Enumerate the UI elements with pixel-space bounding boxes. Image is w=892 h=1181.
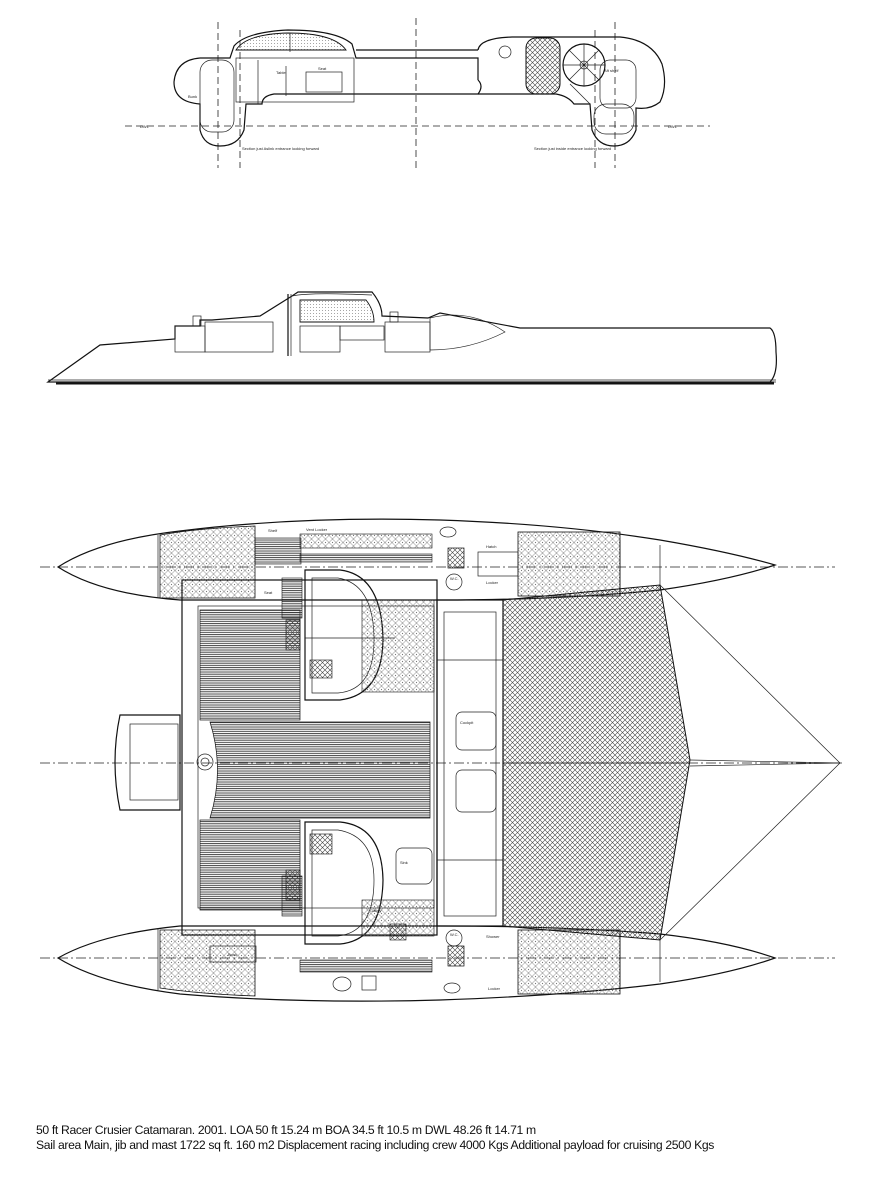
plan-view: Shelf Vent Locker Hatch Locker Seat W.C.… bbox=[40, 518, 845, 1002]
plan-label-vent-locker: Vent Locker bbox=[306, 527, 328, 532]
plan-label-hatch: Hatch bbox=[486, 544, 496, 549]
right-section-caption: Section just inside entrance looking for… bbox=[534, 146, 611, 151]
plan-label-galley: Galley bbox=[370, 908, 381, 913]
plan-label-wc-lower: W.C. bbox=[450, 932, 459, 937]
section-label-bunk: Bunk bbox=[188, 94, 197, 99]
plan-label-seat: Seat bbox=[264, 590, 273, 595]
section-label-seat: Seat bbox=[318, 66, 327, 71]
caption-line-sail-area: Sail area Main, jib and mast 1722 sq ft.… bbox=[36, 1138, 715, 1152]
profile-view bbox=[46, 291, 777, 385]
plan-label-bunk: Bunk bbox=[228, 952, 237, 957]
left-section-caption: Section just Aslink entrance looking for… bbox=[242, 146, 319, 151]
section-label-aft-shelf: Aft shelf bbox=[604, 68, 619, 73]
section-view: DWL DWL Section just Aslink entrance loo… bbox=[125, 18, 710, 168]
dwl-label-left: DWL bbox=[140, 124, 150, 129]
section-label-table: Table bbox=[276, 70, 286, 75]
plan-label-wc-upper: W.C. bbox=[450, 576, 459, 581]
plan-label-shower: Shower bbox=[486, 934, 500, 939]
dwl-label-right: DWL bbox=[668, 124, 678, 129]
plan-label-locker-lower: Locker bbox=[488, 986, 501, 991]
caption-line-specs: 50 ft Racer Crusier Catamaran. 2001. LOA… bbox=[36, 1123, 536, 1137]
plan-label-locker: Locker bbox=[486, 580, 499, 585]
plan-label-cockpit: Cockpit bbox=[460, 720, 474, 725]
plan-label-sink: Sink bbox=[400, 860, 408, 865]
plan-label-shelf: Shelf bbox=[268, 528, 278, 533]
